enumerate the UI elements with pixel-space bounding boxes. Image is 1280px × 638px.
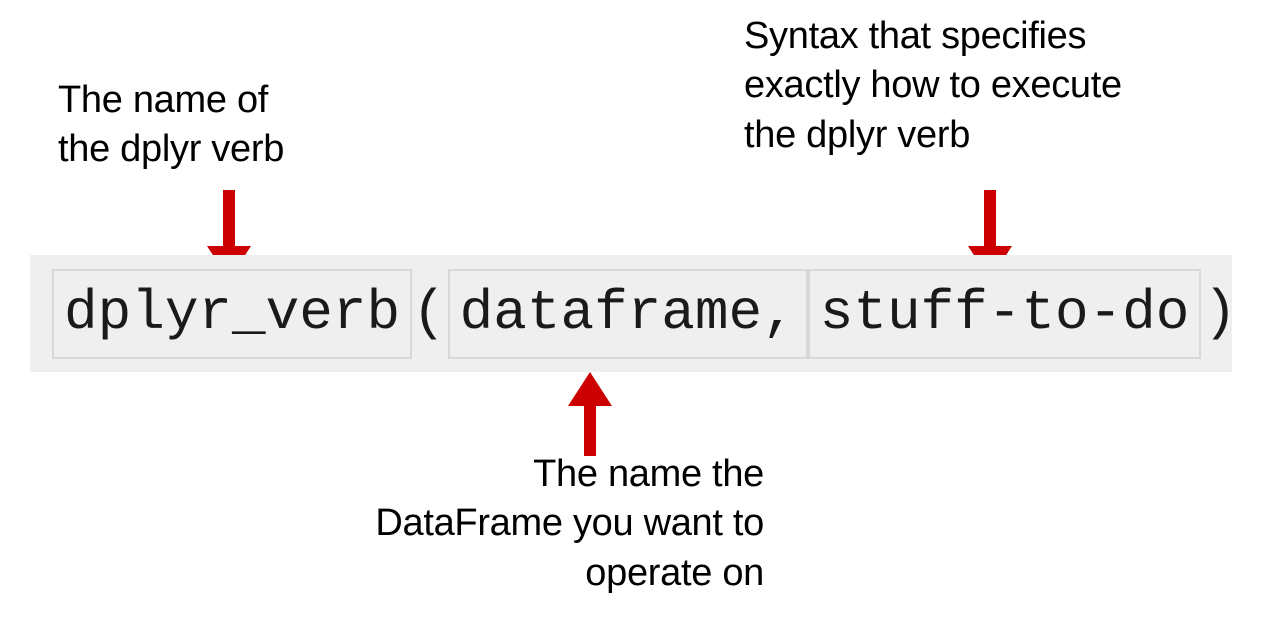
arrow-head bbox=[568, 372, 612, 406]
arrow-shaft bbox=[584, 406, 596, 456]
code-segment-verb: dplyr_verb bbox=[52, 268, 413, 359]
arrow-shaft bbox=[223, 190, 235, 246]
code-band: dplyr_verb ( dataframe, stuff-to-do ) bbox=[30, 255, 1237, 372]
code-segment-dataframe: dataframe, bbox=[447, 268, 808, 359]
arrow-up-to-dataframe-icon bbox=[568, 372, 612, 456]
arrow-shaft bbox=[984, 190, 996, 246]
code-segment-stuff-to-do: stuff-to-do bbox=[807, 268, 1202, 359]
code-paren-close: ) bbox=[1203, 280, 1238, 345]
callout-verb-label: The name of the dplyr verb bbox=[58, 79, 285, 171]
code-paren-open: ( bbox=[412, 280, 446, 345]
callout-syntax-label: Syntax that specifies exactly how to exe… bbox=[744, 15, 1122, 156]
callout-dataframe-label: The name the DataFrame you want to opera… bbox=[375, 453, 764, 594]
